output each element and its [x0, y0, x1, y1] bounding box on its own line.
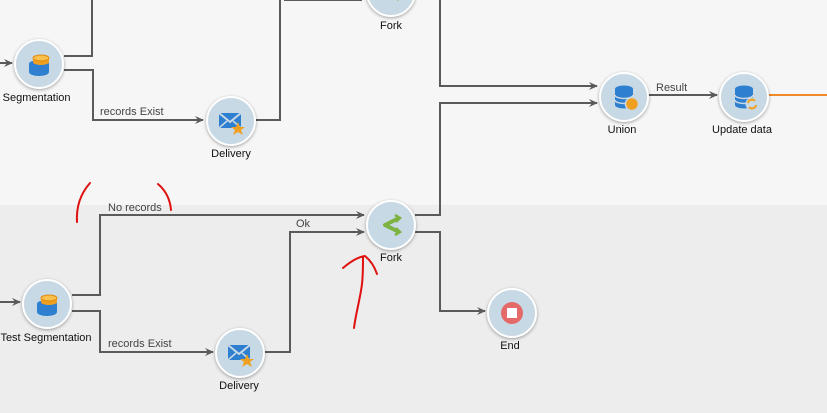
transition-top-no-records[interactable]	[64, 0, 93, 57]
activity-fork-bottom[interactable]	[366, 200, 416, 250]
activity-delivery-top[interactable]	[206, 96, 256, 146]
annotation-arrow-shaft	[353, 256, 364, 329]
activity-fork-top[interactable]	[366, 0, 416, 17]
database-segmentation-icon	[37, 294, 58, 316]
activity-update-data[interactable]	[719, 72, 769, 122]
email-delivery-icon	[227, 344, 254, 367]
fork-icon	[396, 0, 399, 1]
transition-top-fork-out[interactable]	[439, 0, 598, 90]
activity-test-segmentation-top[interactable]	[14, 39, 64, 89]
stop-icon	[501, 302, 523, 324]
activity-label-fork-top: Fork	[380, 20, 402, 32]
edge-label-result: Result	[656, 82, 688, 94]
activity-label-test-segmentation-top: Test Segmentation	[0, 92, 71, 104]
edge-label-top-records-exist: records Exist	[100, 106, 164, 118]
activity-union[interactable]	[599, 72, 649, 122]
workflow-lane-bottom	[0, 205, 827, 413]
transition-top-records-exist[interactable]	[64, 69, 204, 124]
transition-no-records[interactable]	[72, 211, 365, 296]
database-update-icon	[734, 85, 759, 111]
annotation-right-bracket	[157, 183, 172, 211]
database-union-icon	[614, 85, 640, 112]
transition-ok[interactable]	[264, 228, 365, 353]
annotation-arrow-head	[342, 254, 378, 275]
edge-label-bottom-records-exist: records Exist	[108, 338, 172, 350]
activity-test-segmentation-bottom[interactable]	[22, 279, 72, 329]
edge-label-ok: Ok	[296, 218, 311, 230]
email-delivery-icon	[218, 112, 245, 135]
activity-label-union: Union	[607, 124, 637, 136]
transition-bottom-records-exist[interactable]	[72, 310, 214, 356]
fork-icon	[383, 213, 403, 237]
workflow-lane-top	[0, 0, 827, 205]
activity-label-end: End	[500, 340, 520, 352]
annotation-left-bracket	[75, 182, 91, 223]
database-segmentation-icon	[29, 54, 50, 76]
activity-label-delivery-top: Delivery	[211, 148, 251, 160]
activity-label-delivery-bottom: Delivery	[219, 380, 259, 392]
activity-delivery-bottom[interactable]	[215, 328, 265, 378]
edge-label-no-records: No records	[108, 202, 162, 214]
activity-label-update-data: Update data	[712, 124, 772, 136]
transition-fork-to-union[interactable]	[415, 99, 598, 216]
transition-top-delivery-ok[interactable]	[256, 0, 281, 121]
activity-end[interactable]	[487, 288, 537, 338]
transition-fork-to-end[interactable]	[415, 231, 486, 315]
activity-label-fork-bottom: Fork	[380, 252, 402, 264]
activity-label-test-segmentation-bottom: Test Segmentation	[0, 332, 92, 344]
